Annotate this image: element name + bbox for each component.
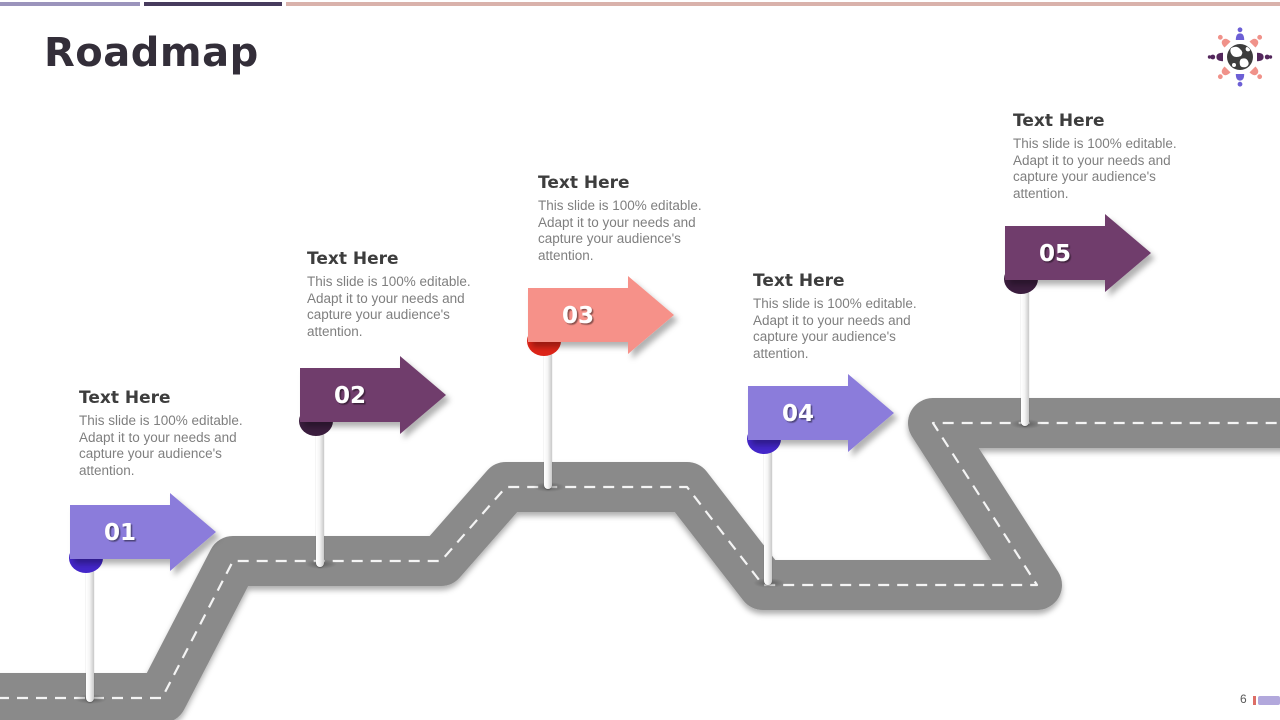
milestone-sign-01: 01 <box>69 493 216 573</box>
milestone-description: This slide is 100% editable. Adapt it to… <box>753 296 917 361</box>
sign-number-05: 05 <box>1039 241 1071 267</box>
signpost-pole-03 <box>544 332 552 489</box>
milestone-heading: Text Here <box>538 173 630 193</box>
accent-bar-middle <box>144 2 282 6</box>
milestone-heading: Text Here <box>1013 111 1105 131</box>
milestone-note-04: Text Here This slide is 100% editable. A… <box>753 271 925 362</box>
sign-number-02: 02 <box>334 383 366 409</box>
milestone-heading: Text Here <box>79 388 171 408</box>
accent-bar-left <box>0 2 140 6</box>
signpost-pole-02 <box>316 412 324 567</box>
globe-people-logo-icon <box>1207 27 1273 87</box>
accent-bar-right <box>286 2 1280 6</box>
footer-tick <box>1253 696 1256 705</box>
milestone-sign-04: 04 <box>747 374 894 454</box>
sign-number-01: 01 <box>104 520 136 546</box>
milestone-sign-02: 02 <box>299 356 446 436</box>
footer-bar <box>1258 696 1280 705</box>
milestone-note-02: Text Here This slide is 100% editable. A… <box>307 249 479 340</box>
signpost-pole-01 <box>86 550 94 702</box>
sign-arrow-03 <box>528 276 674 354</box>
sign-arrow-05 <box>1005 214 1151 292</box>
milestone-sign-05: 05 <box>1004 214 1151 294</box>
milestone-description: This slide is 100% editable. Adapt it to… <box>1013 136 1177 201</box>
milestone-description: This slide is 100% editable. Adapt it to… <box>79 413 243 478</box>
signpost-pole-04 <box>764 430 772 585</box>
sign-arrow-04 <box>748 374 894 452</box>
signpost-pole-05 <box>1021 270 1029 426</box>
milestone-heading: Text Here <box>753 271 845 291</box>
milestone-sign-03: 03 <box>527 276 674 356</box>
milestone-description: This slide is 100% editable. Adapt it to… <box>538 198 702 263</box>
sign-arrow-02 <box>300 356 446 434</box>
road-center-dashes <box>0 421 1280 700</box>
page-title: Roadmap <box>44 30 259 76</box>
milestone-note-01: Text Here This slide is 100% editable. A… <box>79 388 251 479</box>
sign-arrow-01 <box>70 493 216 571</box>
milestone-note-05: Text Here This slide is 100% editable. A… <box>1013 111 1185 202</box>
milestone-note-03: Text Here This slide is 100% editable. A… <box>538 173 710 264</box>
people-ring <box>1207 27 1273 87</box>
sign-number-04: 04 <box>782 401 814 427</box>
milestone-heading: Text Here <box>307 249 399 269</box>
page-number: 6 <box>1240 692 1247 706</box>
sign-number-03: 03 <box>562 303 594 329</box>
milestone-description: This slide is 100% editable. Adapt it to… <box>307 274 471 339</box>
